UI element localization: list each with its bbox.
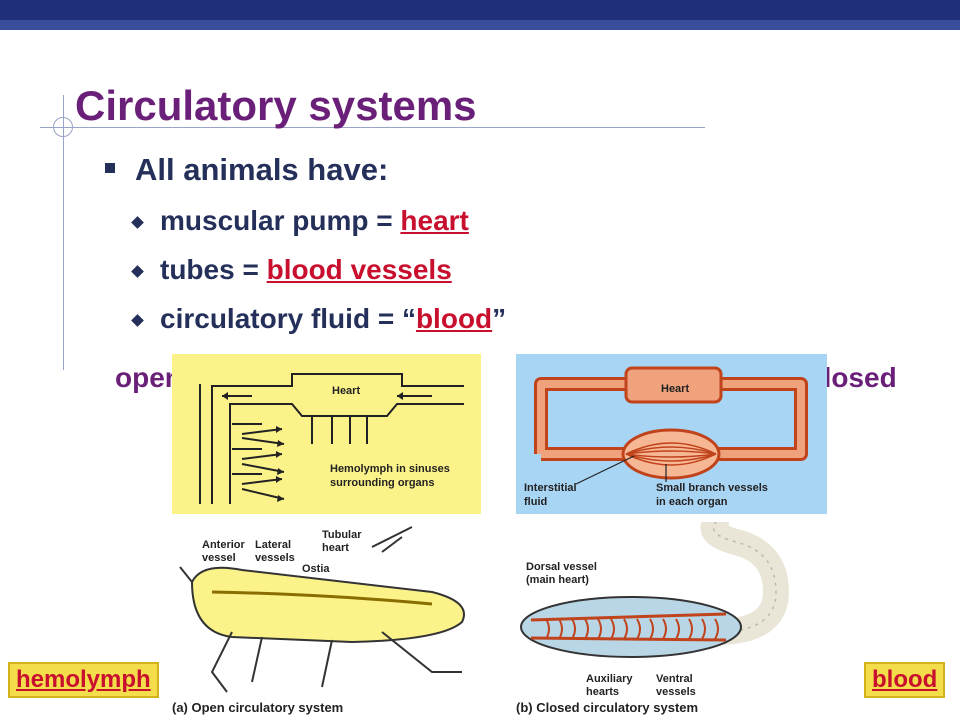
guide-line-vertical [63, 95, 64, 370]
open-system-diagram: Heart Hemolymph in sinuses surrounding o… [172, 354, 481, 514]
caption-closed: (b) Closed circulatory system [516, 700, 699, 715]
top-bar-stripe [0, 20, 960, 30]
hemolymph-button[interactable]: hemolymph [8, 662, 159, 698]
interstitial-line2: fluid [524, 496, 547, 508]
worm-vessel-ring [688, 618, 693, 640]
grasshopper-illustration: Anterior vessel Lateral vessels Tubular … [179, 526, 465, 693]
lateral-line2: vessels [255, 552, 295, 564]
closed-system-diagram: Heart Interstitial fluid Small branch ve… [516, 354, 827, 514]
ventral-line2: vessels [656, 686, 696, 698]
caption-open: (a) Open circulatory system [172, 700, 344, 715]
ostia-label: Ostia [302, 563, 330, 575]
worm-vessel-ring [584, 618, 589, 640]
worm-vessel-ring [714, 618, 719, 640]
tubular-line1: Tubular [322, 529, 362, 541]
dorsal-line1: Dorsal vessel [526, 561, 597, 573]
aux-line2: hearts [586, 686, 619, 698]
worm-vessel-ring [558, 618, 563, 640]
worm-body [520, 596, 742, 658]
diamond-bullet-icon [131, 314, 144, 327]
open-heart-label: Heart [332, 385, 360, 397]
dorsal-line2: (main heart) [526, 574, 589, 586]
worm-vessel-ring [610, 618, 615, 640]
diamond-bullet-icon [131, 265, 144, 278]
bullet-heart-prefix: muscular pump = [160, 205, 401, 236]
diamond-bullet-icon [131, 216, 144, 229]
closed-heart-shape [624, 366, 723, 404]
blood-button[interactable]: blood [864, 662, 946, 698]
worm-vessel-ring [701, 618, 706, 640]
grasshopper-body [190, 566, 465, 644]
bullet-vessels-prefix: tubes = [160, 254, 267, 285]
open-note-line1: Hemolymph in sinuses [330, 463, 450, 475]
worm-vessel-ring [545, 618, 550, 640]
bullet-heart: muscular pump = heart [131, 205, 469, 237]
interstitial-line1: Interstitial [524, 482, 577, 494]
bullet-fluid-prefix: circulatory fluid = “ [160, 303, 416, 334]
worm-vessel-ring [597, 618, 602, 640]
worm-vessel-ring [675, 618, 680, 640]
bullet-vessels: tubes = blood vessels [131, 254, 452, 286]
tubular-line2: heart [322, 542, 349, 554]
bullet-fluid: circulatory fluid = “blood” [131, 303, 507, 335]
top-bar [0, 0, 960, 20]
anterior-line2: vessel [202, 552, 236, 564]
earthworm-illustration: Dorsal vessel (main heart) Auxiliary hea… [520, 522, 790, 698]
bullet-main-text: All animals have: [135, 152, 389, 187]
lateral-line1: Lateral [255, 539, 291, 551]
branch-line1: Small branch vessels [656, 482, 768, 494]
anterior-line1: Anterior [202, 539, 246, 551]
link-blood[interactable]: blood [415, 303, 493, 334]
worm-vessel-ring [571, 618, 576, 640]
worm-vessel-ring [662, 618, 667, 640]
guide-line-horizontal [40, 127, 705, 128]
worm-vessel-ring [649, 618, 654, 640]
link-heart[interactable]: heart [400, 205, 469, 236]
bullet-main: All animals have: [105, 152, 388, 188]
square-bullet-icon [105, 162, 115, 173]
ventral-line1: Ventral [656, 673, 693, 685]
aux-line1: Auxiliary [586, 673, 633, 685]
grasshopper-vessel [211, 590, 433, 606]
capillary-bed [621, 428, 721, 480]
open-note-line2: surrounding organs [330, 477, 435, 489]
slide-title: Circulatory systems [75, 82, 477, 129]
link-blood-vessels[interactable]: blood vessels [266, 254, 452, 285]
worm-vessel-ring [623, 618, 628, 640]
worm-vessel-ring [636, 618, 641, 640]
branch-line2: in each organ [656, 496, 728, 508]
guide-circle [53, 117, 73, 137]
closed-heart-label: Heart [661, 383, 689, 395]
bullet-fluid-suffix: ” [492, 303, 507, 334]
label-open: open [115, 362, 182, 393]
open-diagram-background [172, 354, 481, 514]
